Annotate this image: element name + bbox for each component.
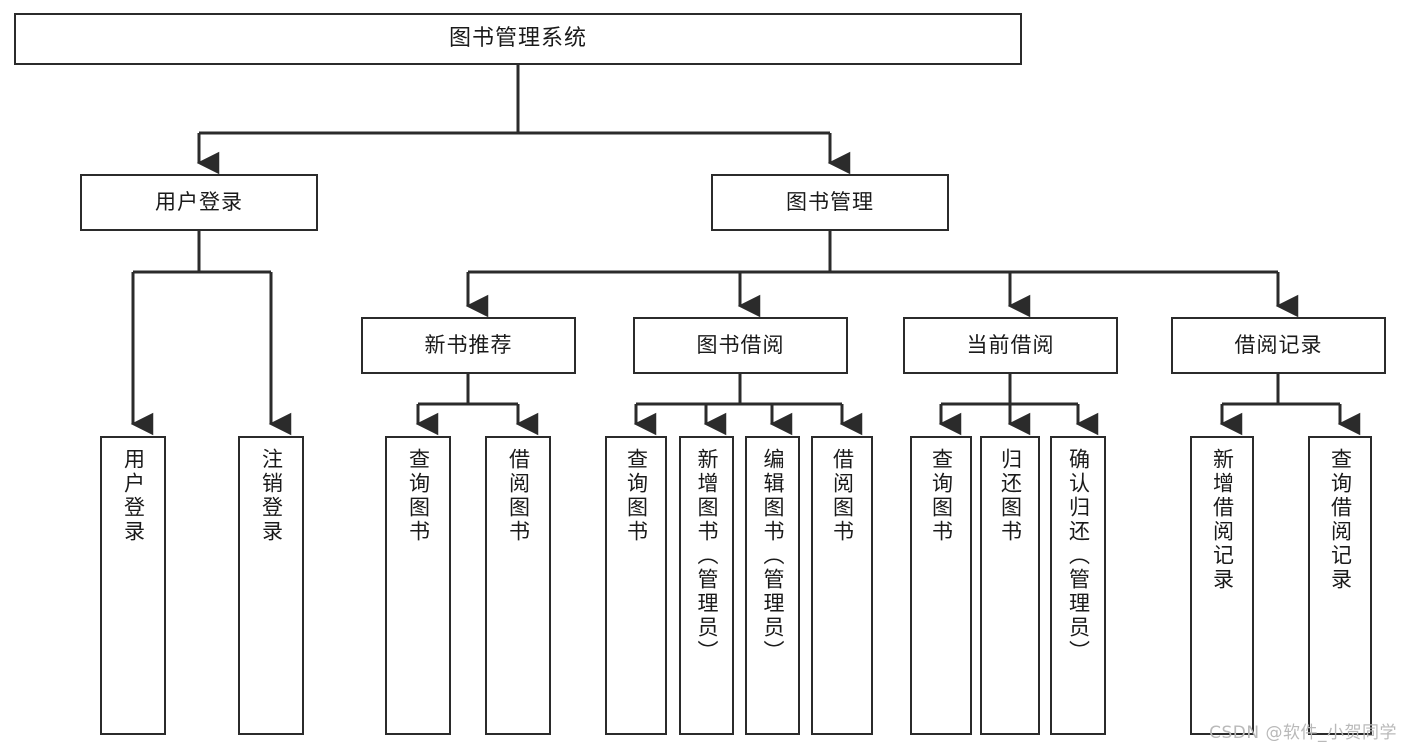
leaf-query-book-current[interactable]: 查询图书 [910,436,972,735]
leaf-query-book-newbook[interactable]: 查询图书 [385,436,451,735]
node-new-book-recommend[interactable]: 新书推荐 [361,317,576,374]
leaf-query-borrow-record[interactable]: 查询借阅记录 [1308,436,1372,735]
node-label: 新书推荐 [424,333,513,358]
node-user-login[interactable]: 用户登录 [80,174,318,231]
leaf-borrow-book[interactable]: 借阅图书 [811,436,873,735]
leaf-query-book-borrow[interactable]: 查询图书 [605,436,667,735]
node-label: 查询图书 [929,448,954,544]
leaf-return-book[interactable]: 归还图书 [980,436,1040,735]
leaf-borrow-book-newbook[interactable]: 借阅图书 [485,436,551,735]
node-label: 图书管理系统 [448,26,587,52]
node-label: 归还图书 [998,448,1023,544]
leaf-logout[interactable]: 注销登录 [238,436,304,735]
node-label: 查询借阅记录 [1328,448,1353,592]
leaf-confirm-return-admin[interactable]: 确认归还（管理员） [1050,436,1106,735]
leaf-user-login[interactable]: 用户登录 [100,436,166,735]
leaf-edit-book-admin[interactable]: 编辑图书（管理员） [745,436,800,735]
node-label: 新增借阅记录 [1210,448,1235,592]
node-label: 编辑图书（管理员） [761,448,785,664]
node-label: 注销登录 [259,448,284,544]
node-label: 查询图书 [624,448,649,544]
leaf-add-borrow-record[interactable]: 新增借阅记录 [1190,436,1254,735]
node-label: 借阅图书 [830,448,855,544]
node-label: 查询图书 [406,448,431,544]
node-book-borrow[interactable]: 图书借阅 [633,317,848,374]
node-label: 新增图书（管理员） [695,448,719,664]
node-label: 当前借阅 [966,333,1055,358]
node-label: 图书管理 [786,190,874,215]
leaf-add-book-admin[interactable]: 新增图书（管理员） [679,436,734,735]
node-borrow-record[interactable]: 借阅记录 [1171,317,1386,374]
node-label: 用户登录 [155,190,243,215]
node-label: 借阅记录 [1234,333,1323,358]
node-current-borrow[interactable]: 当前借阅 [903,317,1118,374]
node-label: 用户登录 [121,448,146,544]
node-label: 图书借阅 [696,333,785,358]
node-label: 借阅图书 [506,448,531,544]
node-root-library-system[interactable]: 图书管理系统 [14,13,1022,65]
node-book-management[interactable]: 图书管理 [711,174,949,231]
watermark: CSDN @软件_小贺同学 [1209,723,1397,743]
node-label: 确认归还（管理员） [1066,448,1091,664]
